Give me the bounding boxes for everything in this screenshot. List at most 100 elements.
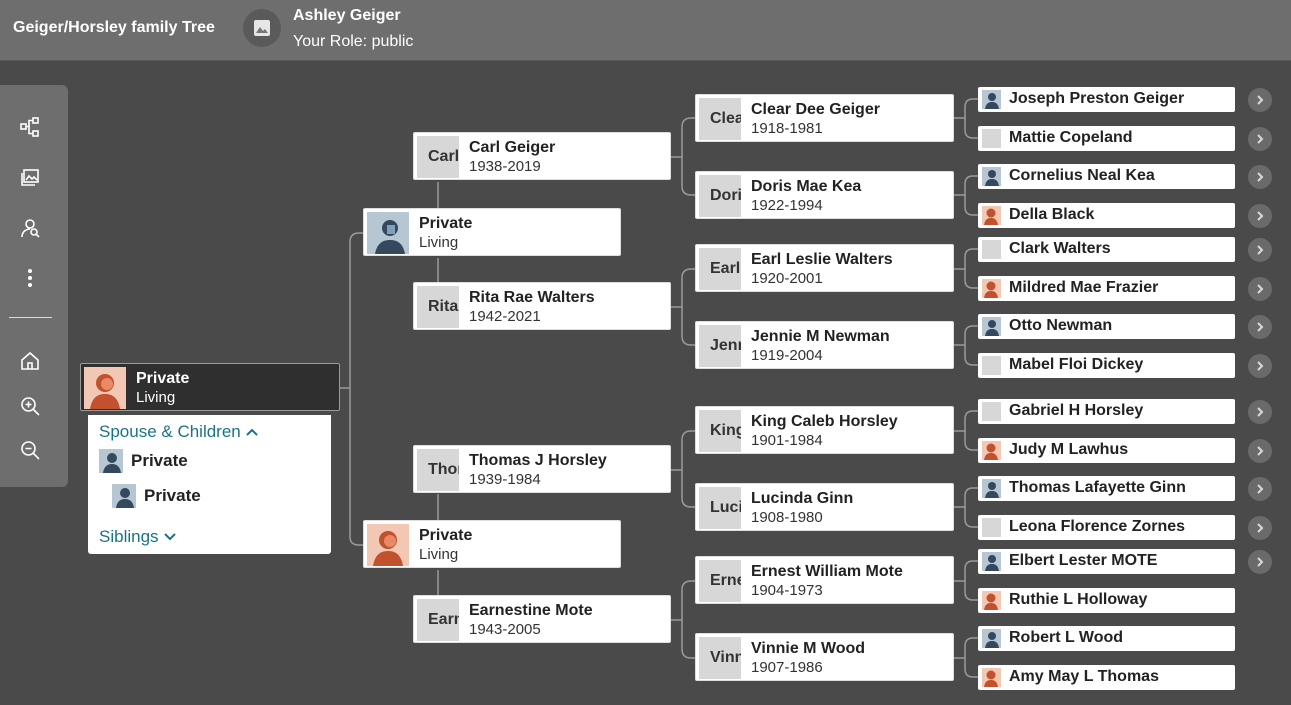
grandparent-card[interactable]: Thor Thomas J Horsley 1939-1984 bbox=[413, 445, 671, 493]
grandparent-photo: Rita bbox=[417, 286, 459, 328]
siblings-toggle[interactable]: Siblings bbox=[99, 527, 177, 547]
more-options-icon[interactable] bbox=[16, 264, 44, 292]
home-icon[interactable] bbox=[16, 347, 44, 375]
spouse-name: Private bbox=[131, 451, 188, 470]
focus-person-dates: Living bbox=[136, 389, 176, 406]
user-name: Ashley Geiger bbox=[293, 7, 401, 24]
gen5-person-name: Della Black bbox=[1009, 206, 1095, 223]
expand-ancestors-chevron-icon[interactable] bbox=[1248, 439, 1272, 463]
grandparent-card[interactable]: Rita Rita Rae Walters 1942-2021 bbox=[413, 282, 671, 330]
spouse-children-label: Spouse & Children bbox=[99, 422, 241, 441]
great-grandparent-card[interactable]: Vinn Vinnie M Wood 1907-1986 bbox=[695, 633, 954, 681]
mother-name: Private bbox=[419, 527, 473, 544]
great-grandparent-name: Earl Leslie Walters bbox=[751, 251, 893, 268]
gen5-person-card[interactable]: Elbert Lester MOTE bbox=[978, 549, 1235, 574]
grandparent-card[interactable]: Earn Earnestine Mote 1943-2005 bbox=[413, 595, 671, 643]
expand-ancestors-chevron-icon[interactable] bbox=[1248, 550, 1272, 574]
tree-view-icon[interactable] bbox=[16, 113, 44, 141]
great-grandparent-dates: 1907-1986 bbox=[751, 659, 823, 676]
gen5-person-card[interactable]: Judy M Lawhus bbox=[978, 438, 1235, 463]
great-grandparent-card[interactable]: Erne Ernest William Mote 1904-1973 bbox=[695, 556, 954, 604]
gen5-person-card[interactable]: Della Black bbox=[978, 203, 1235, 228]
male-avatar-icon bbox=[367, 212, 409, 254]
great-grandparent-photo: Erne bbox=[699, 560, 741, 602]
expand-ancestors-chevron-icon[interactable] bbox=[1248, 204, 1272, 228]
gen5-person-card[interactable]: Otto Newman bbox=[978, 314, 1235, 339]
grandparent-dates: 1939-1984 bbox=[469, 471, 541, 488]
expand-ancestors-chevron-icon[interactable] bbox=[1248, 315, 1272, 339]
great-grandparent-card[interactable]: Clea Clear Dee Geiger 1918-1981 bbox=[695, 94, 954, 142]
great-grandparent-name: Vinnie M Wood bbox=[751, 640, 866, 657]
great-grandparent-dates: 1908-1980 bbox=[751, 509, 823, 526]
grandparent-dates: 1938-2019 bbox=[469, 158, 541, 175]
gen5-person-card[interactable]: Joseph Preston Geiger bbox=[978, 87, 1235, 112]
gen5-person-card[interactable]: Gabriel H Horsley bbox=[978, 399, 1235, 424]
child-name: Private bbox=[144, 486, 201, 505]
expand-ancestors-chevron-icon[interactable] bbox=[1248, 400, 1272, 424]
great-grandparent-card[interactable]: Earl Earl Leslie Walters 1920-2001 bbox=[695, 244, 954, 292]
gen5-person-name: Thomas Lafayette Ginn bbox=[1009, 479, 1186, 496]
gen5-person-card[interactable]: Clark Walters bbox=[978, 237, 1235, 262]
grandparent-name: Earnestine Mote bbox=[469, 602, 593, 619]
gen5-person-card[interactable]: Amy May L Thomas bbox=[978, 665, 1235, 690]
great-grandparent-card[interactable]: Jenn Jennie M Newman 1919-2004 bbox=[695, 321, 954, 369]
person-search-icon[interactable] bbox=[16, 214, 44, 242]
gen5-person-card[interactable]: Mildred Mae Frazier bbox=[978, 276, 1235, 301]
zoom-out-icon[interactable] bbox=[16, 436, 44, 464]
female-avatar-icon bbox=[982, 279, 1001, 298]
mother-card[interactable]: Private Living bbox=[363, 520, 621, 568]
child-entry[interactable]: Private bbox=[112, 484, 201, 508]
gen5-person-name: Judy M Lawhus bbox=[1009, 441, 1129, 458]
top-bar: Geiger/Horsley family Tree Ashley Geiger… bbox=[0, 0, 1291, 61]
gen5-person-card[interactable]: Cornelius Neal Kea bbox=[978, 164, 1235, 189]
expand-ancestors-chevron-icon[interactable] bbox=[1248, 477, 1272, 501]
expand-ancestors-chevron-icon[interactable] bbox=[1248, 238, 1272, 262]
male-avatar-icon bbox=[982, 90, 1001, 109]
spouse-entry[interactable]: Private bbox=[99, 449, 188, 473]
gen5-person-card[interactable]: Mabel Floi Dickey bbox=[978, 353, 1235, 378]
focus-person-card[interactable]: Private Living bbox=[80, 363, 340, 411]
great-grandparent-name: Ernest William Mote bbox=[751, 563, 903, 580]
gen5-person-card[interactable]: Mattie Copeland bbox=[978, 126, 1235, 151]
male-avatar-icon bbox=[982, 629, 1001, 648]
expand-ancestors-chevron-icon[interactable] bbox=[1248, 277, 1272, 301]
gen5-person-name: Clark Walters bbox=[1009, 240, 1111, 257]
male-avatar-icon bbox=[982, 317, 1001, 336]
person-photo bbox=[982, 402, 1001, 421]
gen5-person-card[interactable]: Ruthie L Holloway bbox=[978, 588, 1235, 613]
great-grandparent-card[interactable]: King King Caleb Horsley 1901-1984 bbox=[695, 406, 954, 454]
person-photo bbox=[982, 518, 1001, 537]
great-grandparent-name: King Caleb Horsley bbox=[751, 413, 898, 430]
gen5-person-name: Ruthie L Holloway bbox=[1009, 591, 1148, 608]
female-avatar-icon bbox=[982, 668, 1001, 687]
tree-title[interactable]: Geiger/Horsley family Tree bbox=[13, 19, 215, 36]
gen5-person-card[interactable]: Leona Florence Zornes bbox=[978, 515, 1235, 540]
zoom-in-icon[interactable] bbox=[16, 392, 44, 420]
expand-ancestors-chevron-icon[interactable] bbox=[1248, 165, 1272, 189]
expand-ancestors-chevron-icon[interactable] bbox=[1248, 127, 1272, 151]
expand-ancestors-chevron-icon[interactable] bbox=[1248, 516, 1272, 540]
great-grandparent-dates: 1901-1984 bbox=[751, 432, 823, 449]
grandparent-card[interactable]: Carl Carl Geiger 1938-2019 bbox=[413, 132, 671, 180]
father-name: Private bbox=[419, 215, 473, 232]
family-popup: Spouse & Children Private Private Siblin… bbox=[88, 415, 331, 554]
media-gallery-icon[interactable] bbox=[16, 164, 44, 192]
spouse-children-toggle[interactable]: Spouse & Children bbox=[99, 422, 259, 442]
user-role: Your Role: public bbox=[293, 33, 414, 50]
great-grandparent-card[interactable]: Dori Doris Mae Kea 1922-1994 bbox=[695, 171, 954, 219]
great-grandparent-card[interactable]: Luci Lucinda Ginn 1908-1980 bbox=[695, 483, 954, 531]
gen5-person-card[interactable]: Robert L Wood bbox=[978, 626, 1235, 651]
father-card[interactable]: Private Living bbox=[363, 208, 621, 256]
toolbar-divider bbox=[9, 317, 52, 318]
female-avatar-icon bbox=[982, 591, 1001, 610]
gen5-person-name: Joseph Preston Geiger bbox=[1009, 90, 1185, 107]
grandparent-name: Thomas J Horsley bbox=[469, 452, 607, 469]
gen5-person-name: Mattie Copeland bbox=[1009, 129, 1133, 146]
expand-ancestors-chevron-icon[interactable] bbox=[1248, 354, 1272, 378]
gen5-person-card[interactable]: Thomas Lafayette Ginn bbox=[978, 476, 1235, 501]
female-avatar-icon bbox=[982, 441, 1001, 460]
great-grandparent-name: Lucinda Ginn bbox=[751, 490, 854, 507]
user-avatar[interactable] bbox=[243, 9, 281, 47]
expand-ancestors-chevron-icon[interactable] bbox=[1248, 88, 1272, 112]
